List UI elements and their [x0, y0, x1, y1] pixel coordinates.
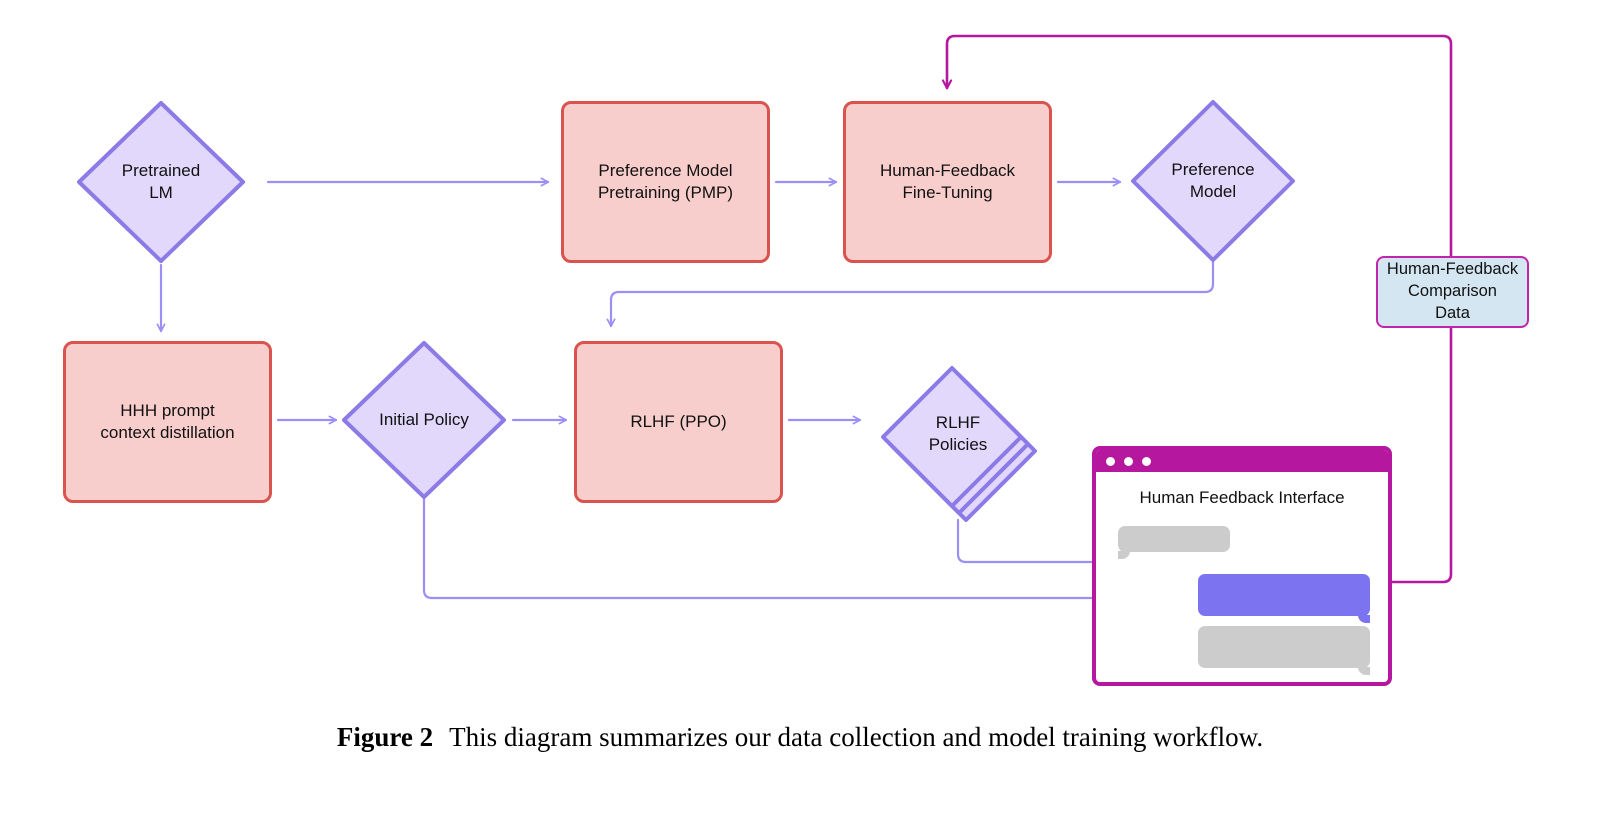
figure-caption-text: This diagram summarizes our data collect…: [449, 722, 1264, 752]
chat-bubble-assistant-a: [1198, 574, 1370, 623]
interface-heading: Human Feedback Interface: [1139, 488, 1345, 507]
diamond-shape: [77, 101, 245, 263]
chat-bubble-assistant-b: [1198, 626, 1370, 675]
node-pretrained-lm[interactable]: Pretrained LM: [75, 99, 247, 265]
node-label: HHH prompt context distillation: [100, 400, 235, 442]
figure-label: Figure 2: [336, 722, 434, 752]
edge-rlhf-policies-to-browser: [956, 518, 1106, 562]
window-dot-3-icon[interactable]: [1142, 456, 1151, 466]
node-preference-model[interactable]: Preference Model: [1129, 98, 1297, 264]
node-label: Human-Feedback Fine-Tuning: [879, 160, 1016, 202]
diamond-shape: [1131, 100, 1295, 262]
node-label: Preference Model Pretraining (PMP): [597, 160, 734, 202]
node-initial-policy[interactable]: Initial Policy: [340, 339, 508, 501]
edge-preference-model-to-rlhf-ppo: [611, 260, 1215, 328]
node-hf-comparison-data[interactable]: Human-Feedback Comparison Data: [1376, 256, 1529, 328]
node-hhh-prompt[interactable]: HHH prompt context distillation: [63, 341, 272, 503]
diamond-stack-shape: [881, 366, 1037, 522]
node-rlhf-ppo[interactable]: RLHF (PPO): [574, 341, 783, 503]
diamond-shape: [342, 341, 506, 499]
node-human-feedback-finetuning[interactable]: Human-Feedback Fine-Tuning: [843, 101, 1052, 263]
node-rlhf-policies[interactable]: RLHF Policies: [872, 344, 1044, 524]
node-pmp[interactable]: Preference Model Pretraining (PMP): [561, 101, 770, 263]
window-dot-1-icon[interactable]: [1106, 456, 1115, 466]
window-dot-2-icon[interactable]: [1124, 456, 1133, 466]
human-feedback-interface-window[interactable]: Human Feedback Interface: [1092, 446, 1392, 686]
node-label: Human-Feedback Comparison Data: [1386, 260, 1519, 322]
window-body: Human Feedback Interface: [1096, 472, 1388, 682]
node-label: RLHF (PPO): [630, 411, 727, 431]
figure-caption: Figure 2 This diagram summarizes our data…: [0, 722, 1600, 753]
chat-bubble-user: [1118, 526, 1230, 559]
window-titlebar: [1096, 450, 1388, 472]
